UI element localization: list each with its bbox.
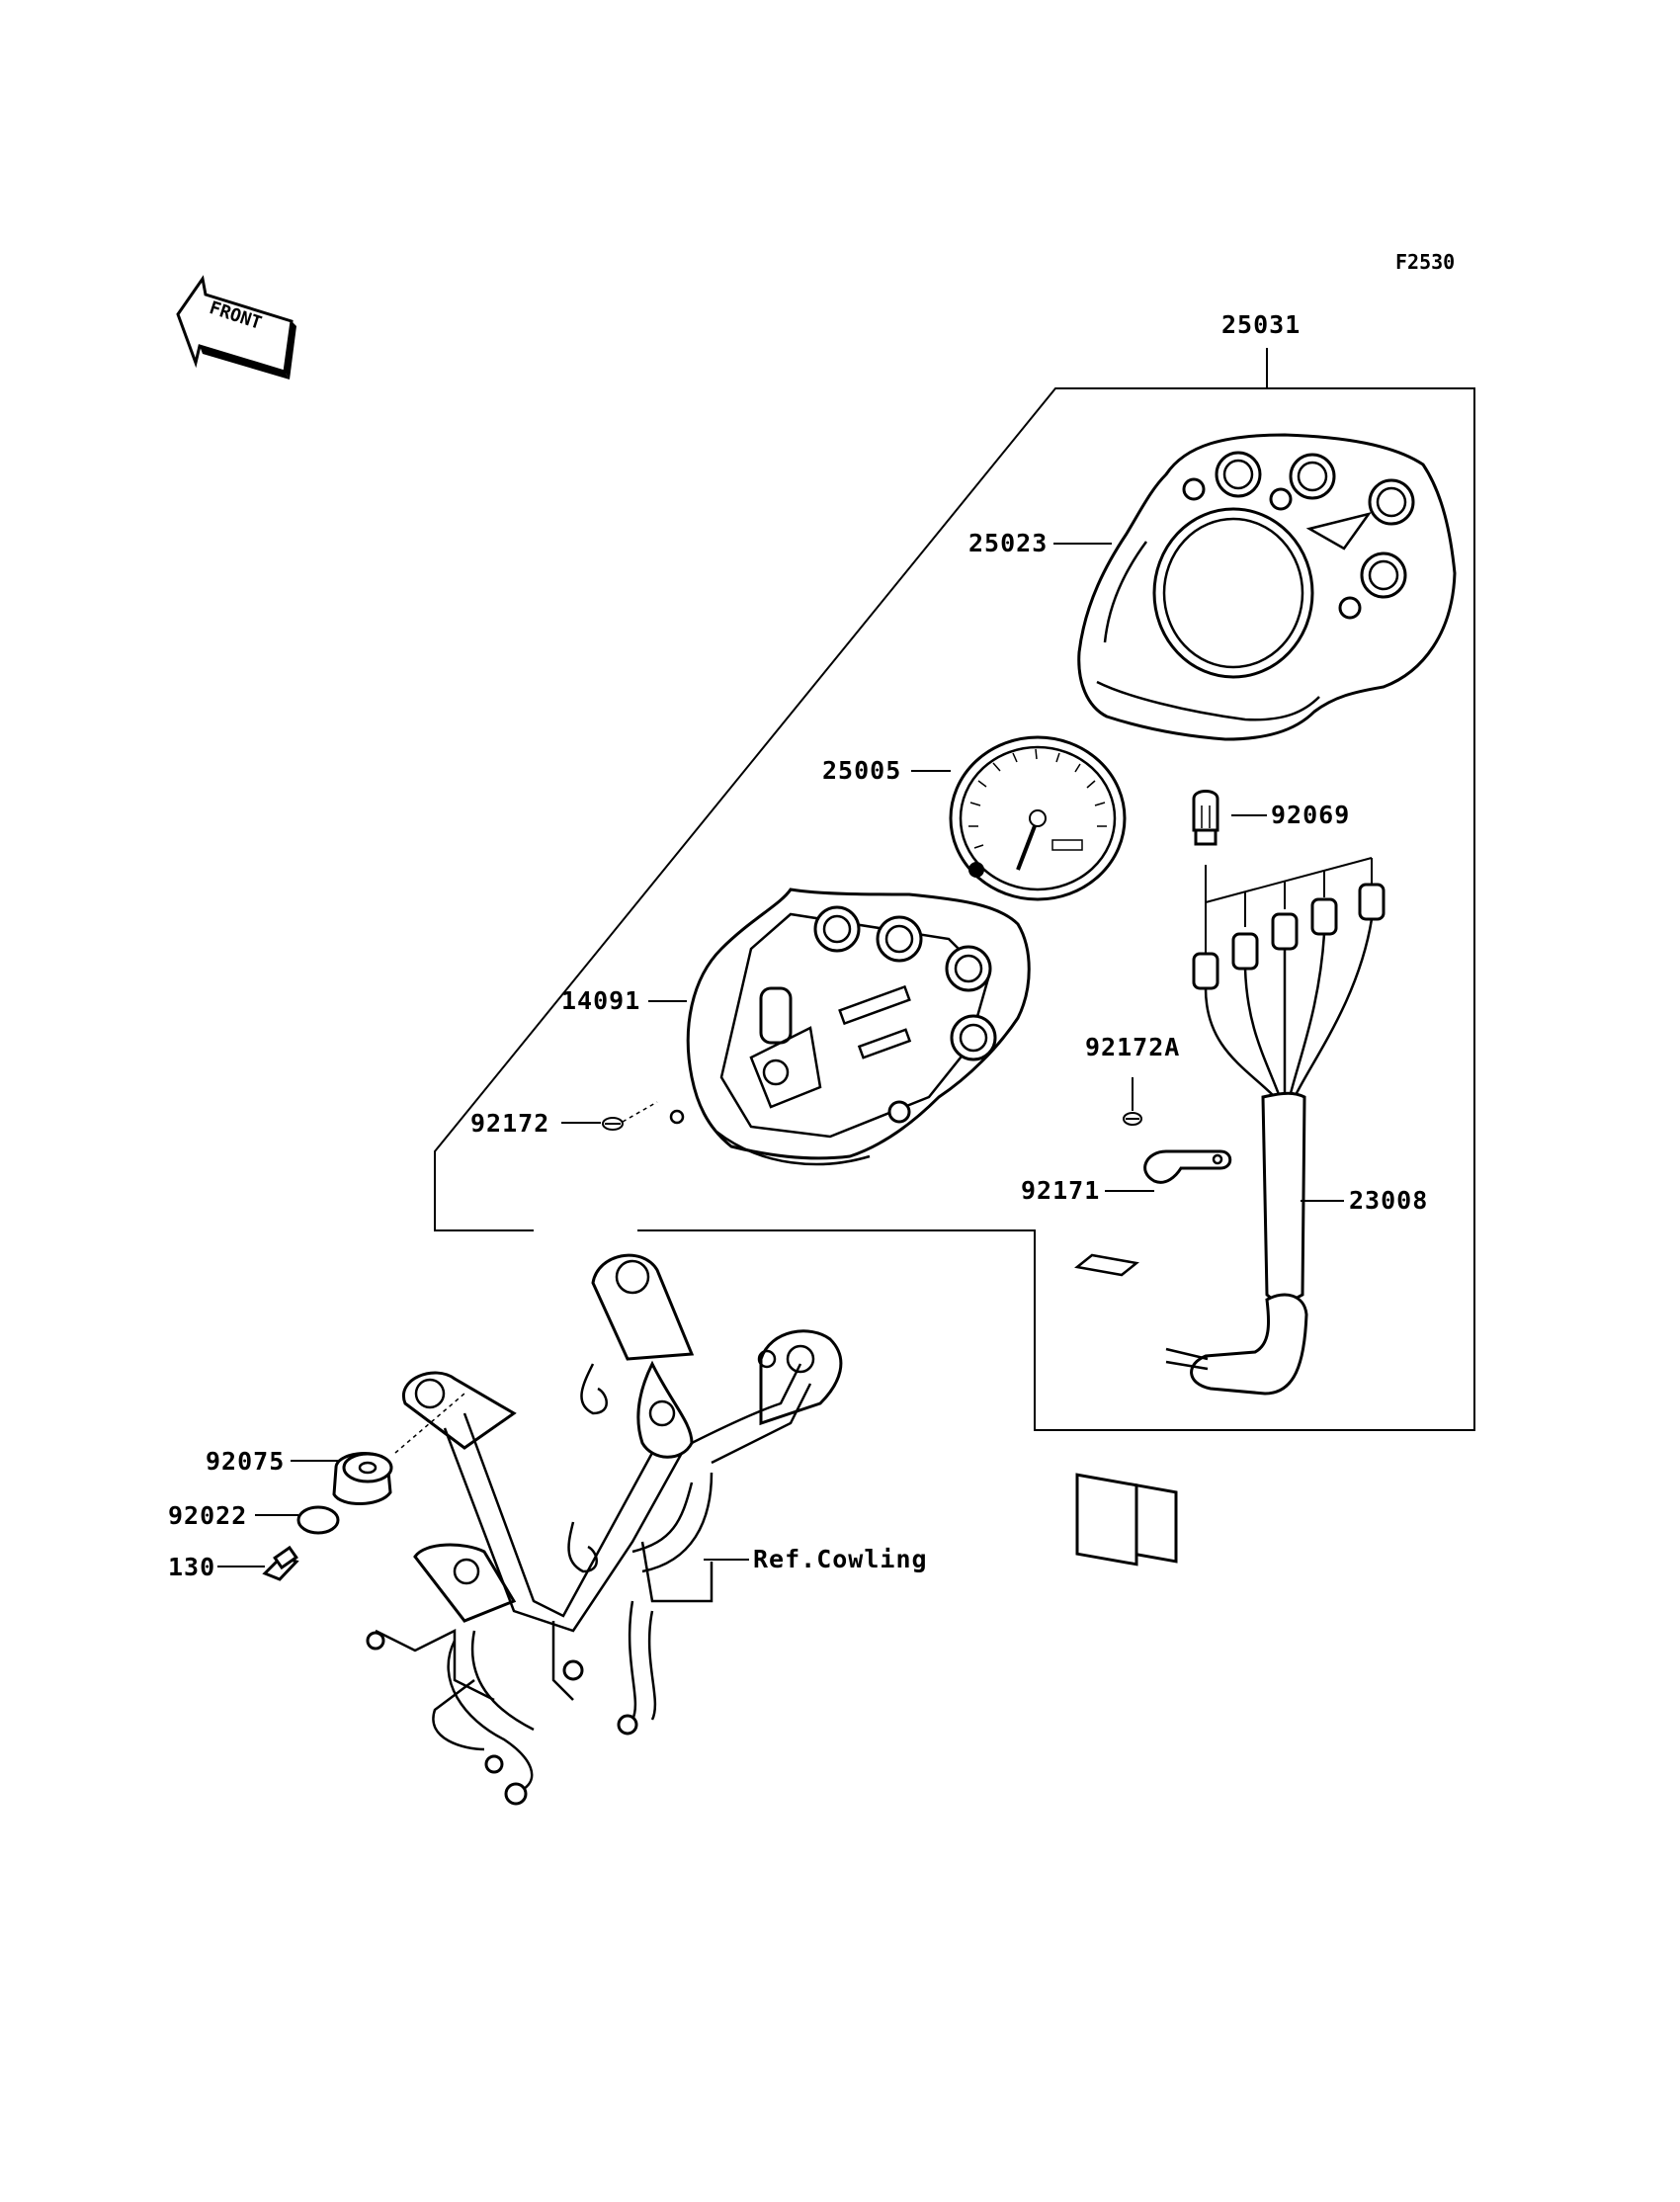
callout-92172a: 92172A (1085, 1033, 1180, 1061)
callout-25005: 25005 (822, 756, 901, 785)
speedometer (949, 735, 1127, 901)
washer (296, 1505, 340, 1535)
assembly-bracket (434, 348, 1475, 1431)
callout-92069: 92069 (1271, 801, 1350, 829)
bolt (262, 1545, 299, 1581)
callout-14091: 14091 (561, 986, 640, 1015)
callout-25031: 25031 (1221, 310, 1301, 339)
callout-130: 130 (168, 1553, 215, 1581)
damper (332, 1452, 393, 1505)
screw-92172 (602, 1101, 658, 1131)
clamp (1143, 1149, 1232, 1184)
front-arrow-icon: FRONT (176, 275, 296, 380)
diagram-code: F2530 (1395, 250, 1455, 274)
ref-cowling-label: Ref.Cowling (753, 1545, 928, 1573)
leader-lines (217, 543, 1344, 1567)
callout-92172: 92172 (470, 1109, 549, 1138)
meter-cover-upper (1077, 433, 1457, 741)
callout-92075: 92075 (206, 1447, 285, 1476)
callout-92171: 92171 (1021, 1176, 1100, 1205)
callout-25023: 25023 (968, 529, 1048, 557)
callout-92022: 92022 (168, 1501, 247, 1530)
bulb (1192, 790, 1219, 846)
wire-harness (1074, 857, 1386, 1567)
screw-92172a (1123, 1112, 1142, 1126)
meter-case-lower (669, 888, 1031, 1166)
cowling-bracket (366, 1253, 843, 1806)
callout-23008: 23008 (1349, 1186, 1428, 1215)
